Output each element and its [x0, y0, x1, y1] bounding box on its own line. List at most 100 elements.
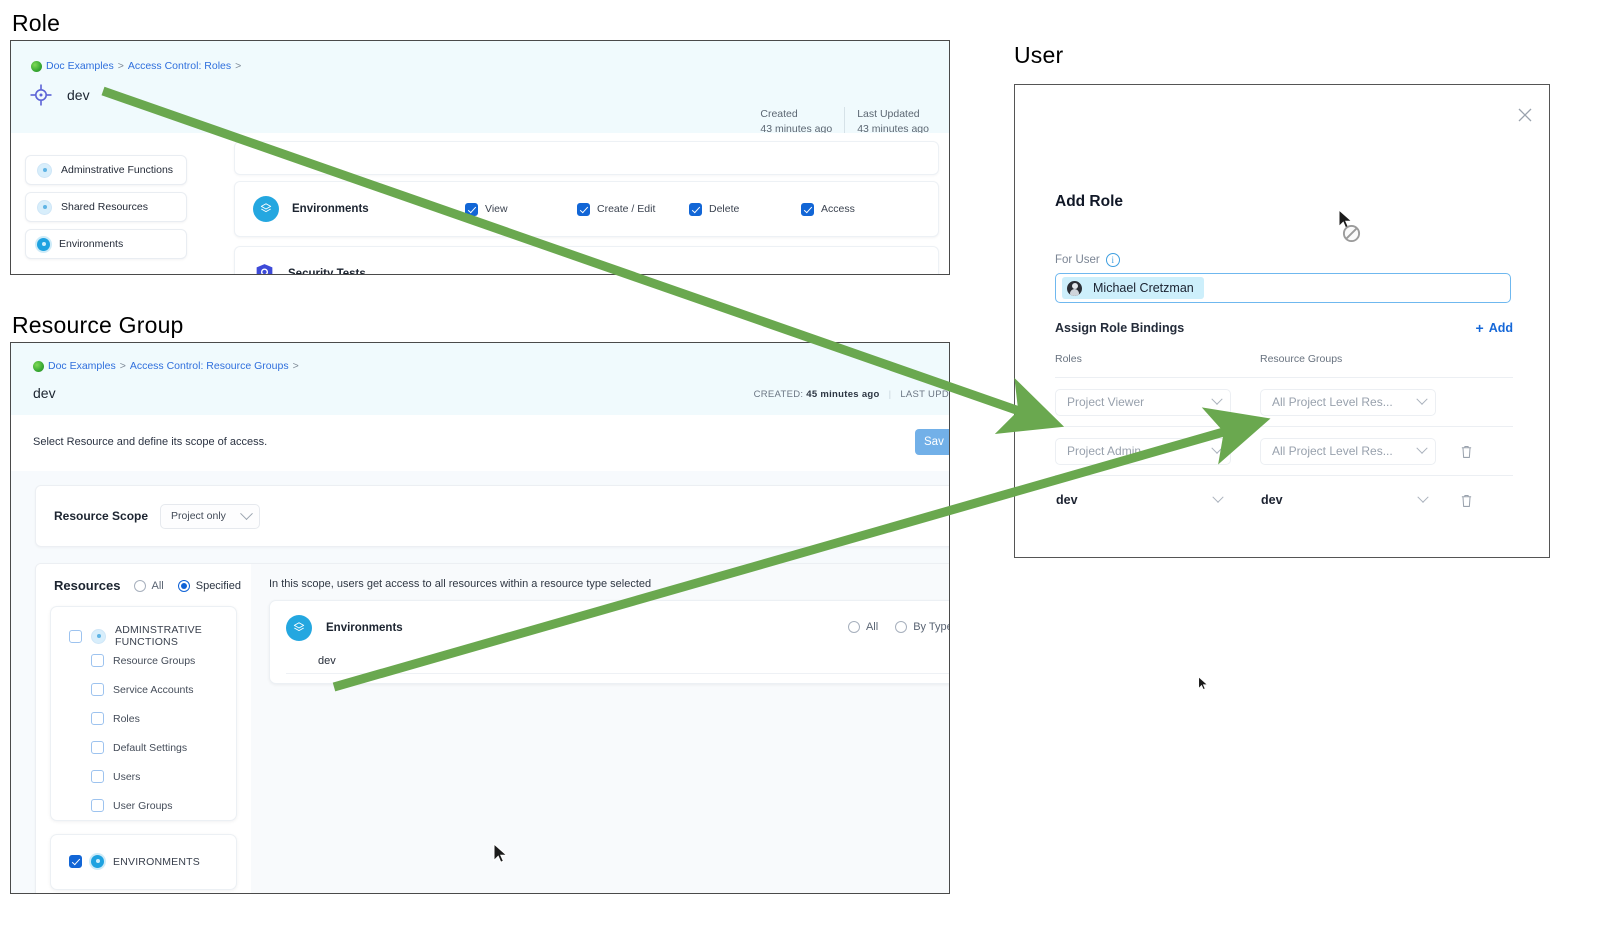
- resource-group-select[interactable]: dev: [1260, 487, 1436, 514]
- checkbox-icon[interactable]: [801, 202, 814, 216]
- role-select[interactable]: dev: [1055, 487, 1231, 514]
- role-body: Adminstrative Functions Shared Resources…: [11, 133, 949, 274]
- radio-icon[interactable]: [133, 579, 146, 592]
- permission-checkbox-create-edit[interactable]: Create / Edit: [577, 202, 689, 216]
- permission-column-label: Create / Edit: [597, 203, 656, 215]
- checkbox-icon[interactable]: [91, 712, 104, 725]
- resource-group-select[interactable]: All Project Level Res...: [1260, 437, 1436, 465]
- avatar: [1067, 280, 1082, 296]
- resource-item-resource-groups[interactable]: Resource Groups: [91, 654, 195, 667]
- save-button[interactable]: Sav: [915, 429, 949, 455]
- resource-item-default-settings[interactable]: Default Settings: [91, 741, 187, 754]
- role-cell: Project Admin: [1055, 437, 1260, 465]
- checkbox-icon[interactable]: [91, 741, 104, 754]
- checkbox-icon[interactable]: [577, 202, 590, 216]
- resource-item-users[interactable]: Users: [91, 770, 140, 783]
- chevron-down-icon: [1417, 491, 1429, 503]
- breadcrumb-item-0[interactable]: Doc Examples: [48, 360, 116, 372]
- resource-item-user-groups[interactable]: User Groups: [91, 799, 173, 812]
- checkbox-icon[interactable]: [69, 855, 82, 868]
- user-panel: Add Role For User i Michael Cretzman Ass…: [1014, 84, 1550, 558]
- resources-column: Resources All Specified: [36, 564, 252, 893]
- resource-group-value: All Project Level Res...: [1272, 395, 1393, 409]
- resource-item-service-accounts[interactable]: Service Accounts: [91, 683, 194, 696]
- checkbox-icon[interactable]: [91, 799, 104, 812]
- role-header: Doc Examples > Access Control: Roles > d…: [11, 41, 949, 137]
- environments-icon: [286, 615, 312, 641]
- breadcrumb-item-0[interactable]: Doc Examples: [46, 60, 114, 72]
- checkbox-icon[interactable]: [91, 683, 104, 696]
- checkbox-icon[interactable]: [69, 629, 82, 643]
- user-select-input[interactable]: Michael Cretzman: [1055, 273, 1511, 303]
- sidebar-item-label: Shared Resources: [61, 201, 148, 213]
- permission-checkbox-access[interactable]: Access: [801, 202, 913, 216]
- selected-user-name: Michael Cretzman: [1093, 281, 1194, 295]
- role-permission-list: Environments View Create / Edit Delete: [216, 133, 949, 274]
- permission-row-environments: Environments View Create / Edit Delete: [234, 181, 939, 237]
- project-leaf-icon: [33, 360, 44, 372]
- role-value: Project Viewer: [1067, 395, 1145, 409]
- table-row: Project Admin All Project Level Res...: [1055, 426, 1513, 475]
- delete-icon[interactable]: [1460, 444, 1473, 459]
- resource-scope-select[interactable]: Project only: [160, 503, 260, 529]
- checkbox-icon[interactable]: [91, 770, 104, 783]
- chevron-down-icon: [240, 506, 253, 520]
- radio-icon[interactable]: [895, 621, 908, 633]
- sidebar-item-label: Adminstrative Functions: [61, 164, 174, 176]
- breadcrumb-item-1[interactable]: Access Control: Resource Groups: [129, 360, 289, 372]
- radio-label: All: [151, 579, 164, 592]
- radio-env-all[interactable]: All: [847, 621, 878, 633]
- role-select[interactable]: Project Viewer: [1055, 388, 1231, 416]
- breadcrumb-item-1[interactable]: Access Control: Roles: [127, 60, 232, 72]
- radio-icon[interactable]: [847, 621, 860, 633]
- role-value: Project Admin: [1067, 444, 1142, 458]
- divider: [286, 673, 949, 674]
- category-dot-icon: [37, 237, 50, 251]
- checkbox-icon[interactable]: [465, 202, 478, 216]
- sidebar-item-environments[interactable]: Environments: [25, 229, 187, 259]
- sidebar-item-administrative-functions[interactable]: Adminstrative Functions: [25, 155, 187, 185]
- radio-resources-all[interactable]: All: [133, 579, 164, 592]
- checkbox-icon[interactable]: [91, 654, 104, 667]
- created-label: Created: [760, 108, 798, 120]
- resources-title: Resources: [54, 578, 121, 593]
- breadcrumb[interactable]: Doc Examples > Access Control: Resource …: [33, 360, 299, 372]
- radio-icon[interactable]: [177, 579, 190, 592]
- resource-item-roles[interactable]: Roles: [91, 712, 140, 725]
- sidebar-item-shared-resources[interactable]: Shared Resources: [25, 192, 187, 222]
- category-dot-icon: [91, 855, 104, 868]
- breadcrumb-sep: >: [117, 60, 124, 72]
- breadcrumb[interactable]: Doc Examples > Access Control: Roles >: [31, 60, 241, 72]
- role-select[interactable]: Project Admin: [1055, 437, 1231, 465]
- created-value: 45 minutes ago: [806, 389, 880, 400]
- info-icon[interactable]: i: [1105, 253, 1120, 267]
- permission-checkbox-view[interactable]: View: [465, 202, 577, 216]
- scope-detail-column: In this scope, users get access to all r…: [251, 564, 949, 893]
- created-label: CREATED:: [753, 389, 804, 400]
- resources-header: Resources All Specified: [54, 578, 241, 593]
- close-icon[interactable]: [1517, 107, 1533, 123]
- permission-column-label: Delete: [709, 203, 740, 215]
- radio-env-by-type[interactable]: By Type: [895, 621, 949, 633]
- add-binding-button[interactable]: + Add: [1476, 321, 1514, 335]
- resource-group-header: Doc Examples > Access Control: Resource …: [11, 343, 949, 416]
- environments-icon: [253, 196, 279, 222]
- delete-icon[interactable]: [1460, 493, 1473, 508]
- checkbox-icon[interactable]: [689, 202, 702, 216]
- resource-group-subheader: Select Resource and define its scope of …: [11, 415, 949, 472]
- radio-resources-specified[interactable]: Specified: [177, 579, 241, 592]
- permission-label: Environments: [292, 203, 369, 215]
- permission-checkbox-delete[interactable]: Delete: [689, 202, 801, 216]
- caption-role: Role: [12, 10, 61, 36]
- column-header-roles: Roles: [1055, 353, 1082, 365]
- resource-group-select[interactable]: All Project Level Res...: [1260, 388, 1436, 416]
- resource-group-header-environments[interactable]: ENVIRONMENTS: [69, 855, 200, 868]
- resource-scope-section: Resource Scope Project only: [35, 485, 949, 547]
- chevron-down-icon: [1212, 491, 1224, 503]
- breadcrumb-sep: >: [292, 360, 299, 372]
- column-header-resource-groups: Resource Groups: [1260, 353, 1343, 365]
- selected-user-chip[interactable]: Michael Cretzman: [1062, 277, 1204, 299]
- resource-group-card-environments: ENVIRONMENTS: [50, 834, 237, 890]
- resource-group-header-administrative-functions[interactable]: ADMINSTRATIVE FUNCTIONS: [69, 624, 236, 648]
